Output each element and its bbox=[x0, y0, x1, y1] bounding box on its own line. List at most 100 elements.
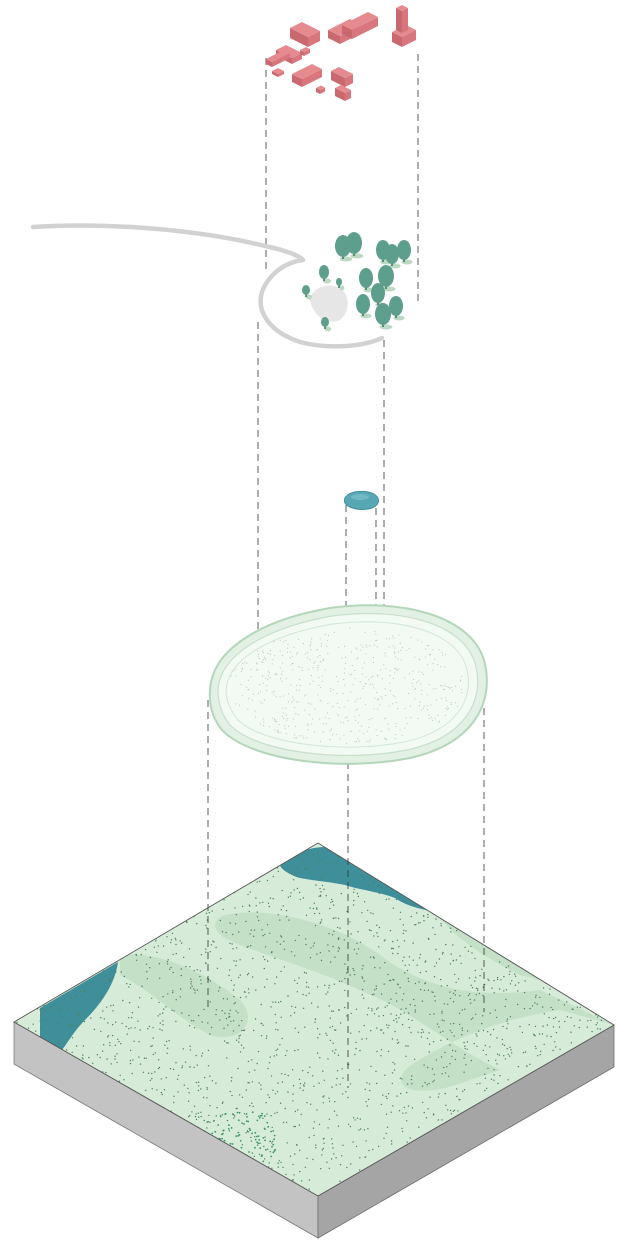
stipple-dot bbox=[402, 999, 403, 1000]
stipple-dot bbox=[456, 1096, 457, 1097]
stipple-dot bbox=[398, 1042, 399, 1043]
disc-dot bbox=[336, 693, 337, 694]
stipple-dot bbox=[235, 965, 236, 966]
stipple-dot bbox=[271, 1168, 272, 1169]
disc-dot bbox=[320, 741, 321, 742]
disc-dot bbox=[302, 670, 303, 671]
stipple-dot bbox=[587, 1026, 588, 1027]
shrub-dot bbox=[256, 1120, 258, 1122]
stipple-dot bbox=[176, 999, 177, 1000]
stipple-dot bbox=[338, 1126, 339, 1127]
stipple-dot bbox=[213, 1120, 214, 1121]
shrub-dot bbox=[243, 1123, 245, 1125]
stipple-dot bbox=[411, 1079, 412, 1080]
stipple-dot bbox=[391, 948, 392, 949]
stipple-dot bbox=[230, 922, 231, 923]
disc-dot bbox=[322, 675, 323, 676]
stipple-dot bbox=[327, 850, 328, 851]
stipple-dot bbox=[440, 1032, 441, 1033]
disc-dot bbox=[255, 711, 256, 712]
stipple-dot bbox=[150, 957, 151, 958]
stipple-dot bbox=[340, 1022, 341, 1023]
stipple-dot bbox=[249, 1072, 250, 1073]
stipple-dot bbox=[269, 1162, 270, 1163]
stipple-dot bbox=[354, 1054, 355, 1055]
stipple-dot bbox=[254, 930, 255, 931]
stipple-dot bbox=[323, 1102, 324, 1103]
stipple-dot bbox=[314, 1022, 315, 1023]
stipple-dot bbox=[342, 1078, 343, 1079]
stipple-dot bbox=[318, 1083, 319, 1084]
shrub-dot bbox=[272, 1130, 274, 1132]
stipple-dot bbox=[252, 1152, 253, 1153]
disc-dot bbox=[410, 717, 411, 718]
building bbox=[331, 67, 353, 87]
disc-dot bbox=[250, 669, 251, 670]
stipple-dot bbox=[102, 1050, 103, 1051]
stipple-dot bbox=[266, 979, 267, 980]
stipple-dot bbox=[434, 966, 435, 967]
stipple-dot bbox=[260, 1084, 261, 1085]
disc-dot bbox=[298, 639, 299, 640]
stipple-dot bbox=[555, 1017, 556, 1018]
stipple-dot bbox=[247, 1082, 248, 1083]
stipple-dot bbox=[423, 920, 424, 921]
disc-dot bbox=[323, 659, 324, 660]
stipple-dot bbox=[173, 1102, 174, 1103]
stipple-dot bbox=[72, 1037, 73, 1038]
stipple-dot bbox=[290, 896, 291, 897]
shrub-dot bbox=[266, 1122, 268, 1124]
stipple-dot bbox=[70, 997, 71, 998]
stipple-dot bbox=[138, 1006, 139, 1007]
stipple-dot bbox=[136, 955, 137, 956]
stipple-dot bbox=[76, 1012, 77, 1013]
stipple-dot bbox=[83, 991, 84, 992]
disc-dot bbox=[327, 653, 328, 654]
stipple-dot bbox=[443, 1020, 444, 1021]
stipple-dot bbox=[201, 1055, 202, 1056]
stipple-dot bbox=[405, 930, 406, 931]
stipple-dot bbox=[272, 1090, 273, 1091]
disc-dot bbox=[429, 654, 430, 655]
stipple-dot bbox=[189, 1025, 190, 1026]
stipple-dot bbox=[502, 1044, 503, 1045]
stipple-dot bbox=[275, 1029, 276, 1030]
disc-dot bbox=[410, 637, 411, 638]
disc-dot bbox=[445, 654, 446, 655]
stipple-dot bbox=[307, 1072, 308, 1073]
disc-dot bbox=[410, 705, 411, 706]
stipple-dot bbox=[130, 1050, 131, 1051]
disc-dot bbox=[358, 715, 359, 716]
stipple-dot bbox=[75, 995, 76, 996]
stipple-dot bbox=[450, 1023, 451, 1024]
disc-dot bbox=[457, 706, 458, 707]
stipple-dot bbox=[159, 1014, 160, 1015]
disc-dot bbox=[354, 716, 355, 717]
disc-dot bbox=[444, 685, 445, 686]
disc-dot bbox=[270, 654, 271, 655]
stipple-dot bbox=[353, 889, 354, 890]
stipple-dot bbox=[213, 941, 214, 942]
disc-dot bbox=[372, 676, 373, 677]
stipple-dot bbox=[396, 1095, 397, 1096]
stipple-dot bbox=[260, 1089, 261, 1090]
stipple-dot bbox=[35, 1031, 36, 1032]
shrub-dot bbox=[247, 1121, 249, 1123]
stipple-dot bbox=[453, 1023, 454, 1024]
stipple-dot bbox=[243, 1047, 244, 1048]
stipple-dot bbox=[360, 1128, 361, 1129]
stipple-dot bbox=[372, 994, 373, 995]
stipple-dot bbox=[159, 1029, 160, 1030]
stipple-dot bbox=[227, 1042, 228, 1043]
disc-dot bbox=[343, 679, 344, 680]
stipple-dot bbox=[82, 1054, 83, 1055]
stipple-dot bbox=[209, 1105, 210, 1106]
stipple-dot bbox=[299, 1171, 300, 1172]
stipple-dot bbox=[212, 1080, 213, 1081]
stipple-dot bbox=[123, 1079, 124, 1080]
disc-dot bbox=[374, 631, 375, 632]
disc-dot bbox=[445, 708, 446, 709]
stipple-dot bbox=[415, 983, 416, 984]
disc-dot bbox=[366, 741, 367, 742]
stipple-dot bbox=[126, 1026, 127, 1027]
